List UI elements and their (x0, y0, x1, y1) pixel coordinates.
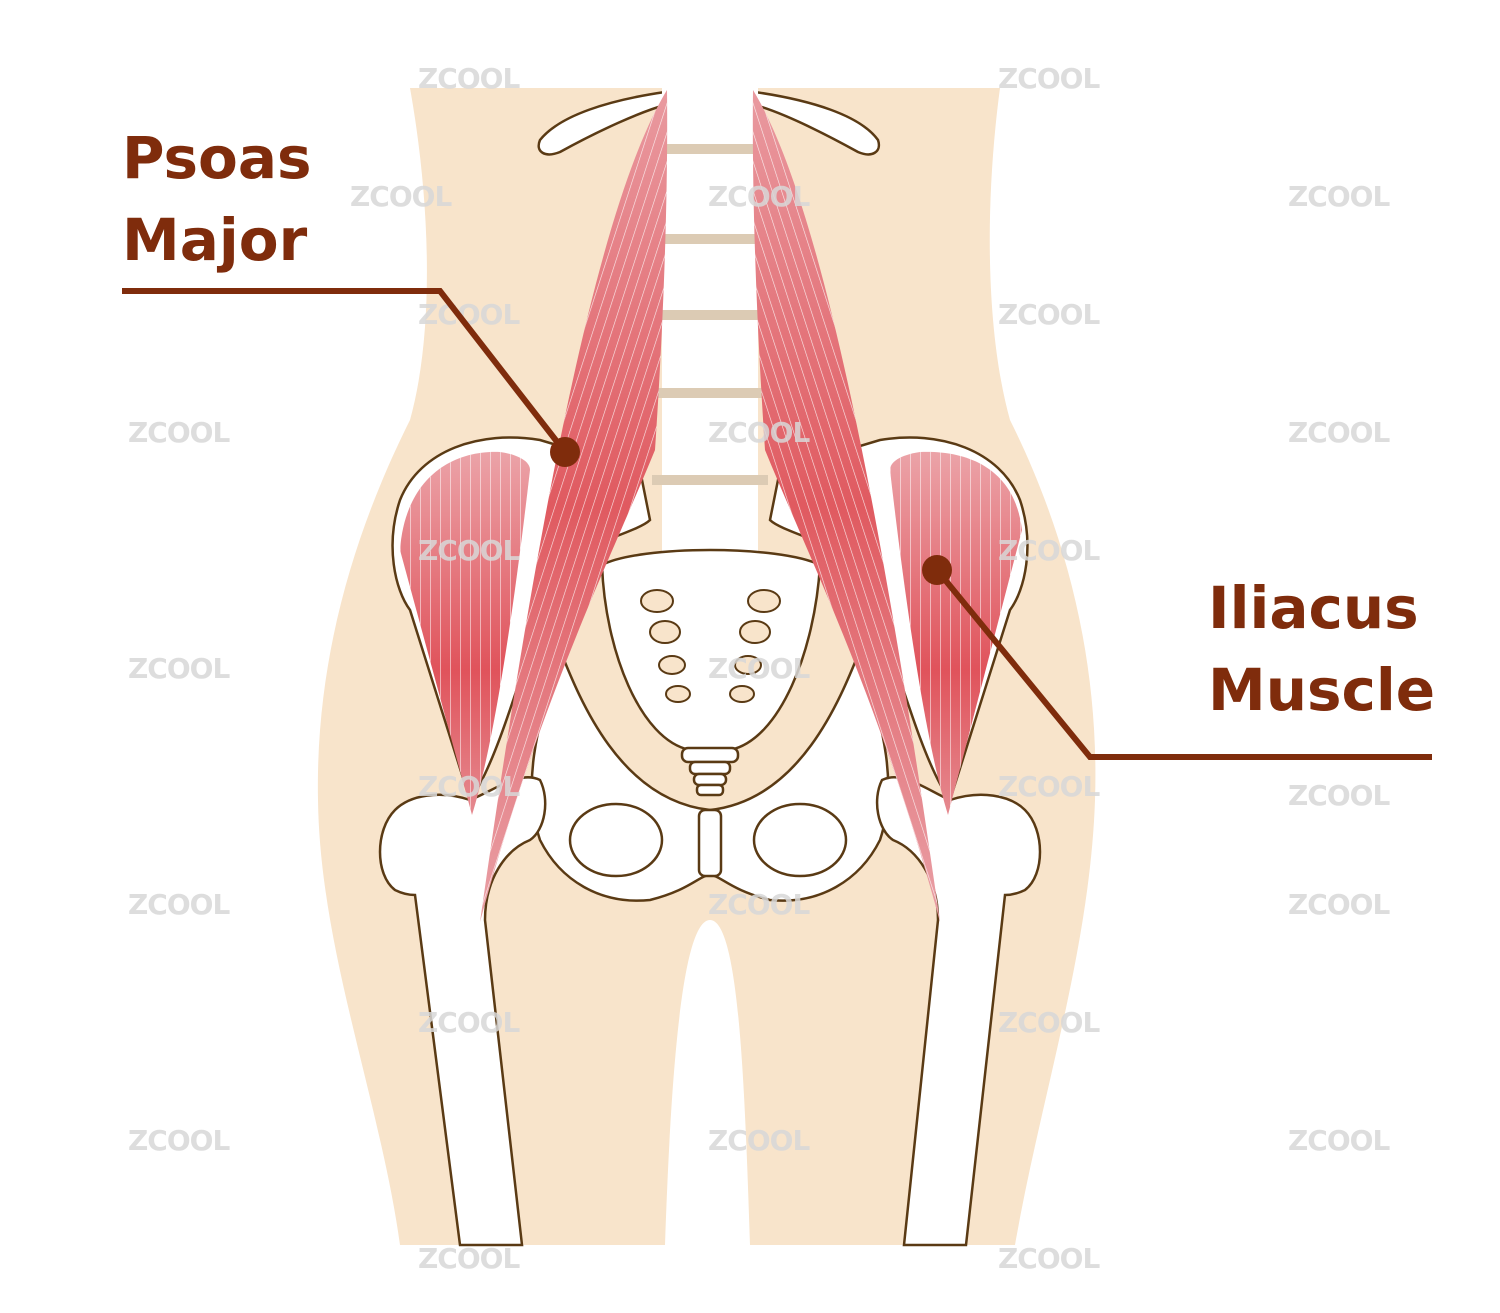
watermark: ZCOOL (350, 180, 452, 213)
watermark: ZCOOL (128, 1124, 230, 1157)
coccyx (680, 746, 740, 797)
watermark: ZCOOL (1288, 180, 1390, 213)
psoas-label-line1: Psoas (122, 124, 312, 192)
watermark: ZCOOL (1288, 1124, 1390, 1157)
watermark: ZCOOL (998, 770, 1100, 803)
watermark: ZCOOL (1288, 888, 1390, 921)
watermark: ZCOOL (1288, 779, 1390, 812)
watermark: ZCOOL (998, 1242, 1100, 1275)
right-psoas-major-muscle (752, 90, 940, 922)
iliacus-label-line2: Muscle (1208, 656, 1435, 724)
right-rib (753, 90, 881, 156)
right-iliacus-muscle (890, 451, 1022, 815)
right-obturator-foramen (752, 802, 848, 878)
watermark: ZCOOL (998, 62, 1100, 95)
sacral-foramina (640, 589, 781, 703)
left-obturator-foramen (568, 802, 664, 878)
iliacus-leader (922, 555, 1432, 760)
watermark: ZCOOL (998, 1006, 1100, 1039)
psoas-pointer-dot (550, 437, 580, 467)
left-psoas-major-muscle (480, 90, 668, 922)
intervertebral-discs (652, 144, 768, 485)
watermark: ZCOOL (418, 534, 520, 567)
watermark: ZCOOL (418, 770, 520, 803)
right-femur (875, 776, 1042, 1247)
watermark: ZCOOL (708, 1124, 810, 1157)
iliacus-label-line1: Iliacus (1208, 574, 1419, 642)
iliacus-pointer-dot (922, 555, 952, 585)
watermark: ZCOOL (418, 1242, 520, 1275)
left-rib (537, 90, 667, 156)
left-iliacus-muscle (400, 451, 530, 815)
watermark: ZCOOL (998, 298, 1100, 331)
watermark: ZCOOL (1288, 416, 1390, 449)
watermark: ZCOOL (418, 62, 520, 95)
psoas-label-line2: Major (122, 206, 308, 274)
watermark: ZCOOL (998, 534, 1100, 567)
watermark: ZCOOL (128, 652, 230, 685)
psoas-leader (122, 288, 580, 467)
spine (662, 88, 758, 558)
watermark: ZCOOL (418, 1006, 520, 1039)
watermark: ZCOOL (708, 416, 810, 449)
watermark: ZCOOL (708, 888, 810, 921)
watermark: ZCOOL (708, 180, 810, 213)
left-femur (378, 776, 547, 1247)
watermarks: ZCOOL ZCOOL ZCOOL ZCOOL ZCOOL ZCOOL ZCOO… (128, 62, 1391, 1275)
watermark: ZCOOL (708, 652, 810, 685)
watermark: ZCOOL (128, 888, 230, 921)
pubic-symphysis (697, 808, 723, 878)
watermark: ZCOOL (128, 416, 230, 449)
